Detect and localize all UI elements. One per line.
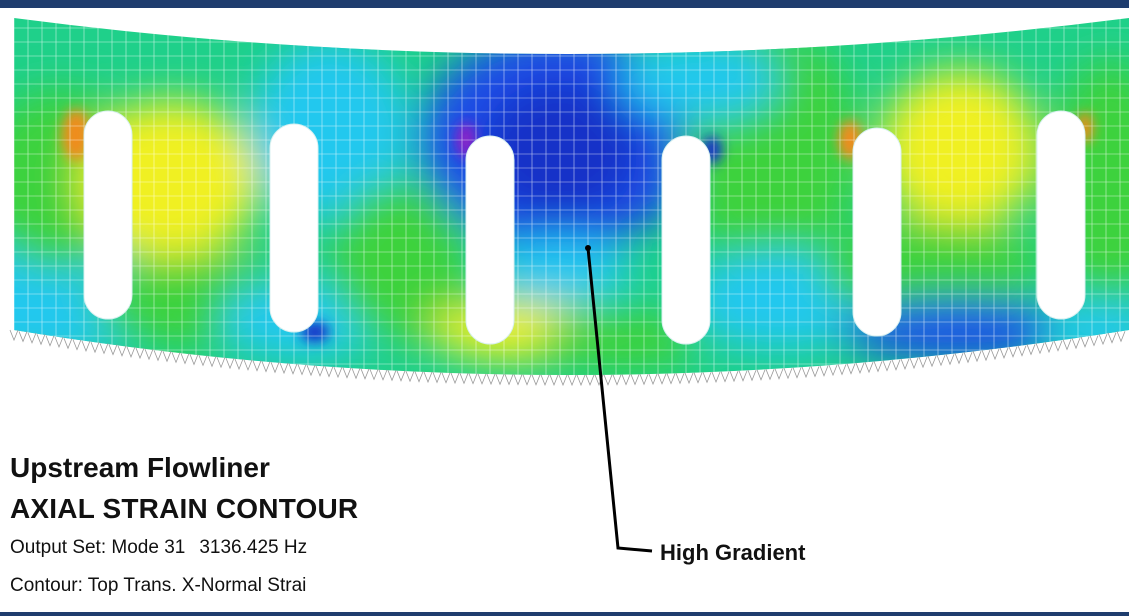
contour-region-yellow	[880, 70, 1040, 230]
high-gradient-callout: High Gradient	[660, 540, 806, 565]
output-set-frequency: 3136.425 Hz	[199, 537, 308, 558]
slot-hole-6	[1036, 110, 1086, 320]
slot-hole-1	[83, 110, 133, 320]
hotspot-orange	[62, 109, 90, 161]
slot-hole-3	[465, 135, 515, 345]
fe-strain-contour-model	[9, 18, 1129, 387]
slot-hole-2	[269, 123, 319, 333]
boundary-constraint-markers	[9, 329, 1126, 387]
bottom-frame-bar	[0, 612, 1129, 616]
contour-region-green	[540, 310, 700, 370]
contour-region-green	[330, 180, 470, 340]
title-part-name: Upstream Flowliner	[10, 452, 270, 483]
contour-type-line: Contour: Top Trans. X-Normal Strai	[10, 575, 307, 596]
output-set-line: Output Set: Mode 31 3136.425 Hz	[10, 537, 307, 559]
title-analysis-type: AXIAL STRAIN CONTOUR	[10, 493, 359, 524]
constraint-triangles	[9, 329, 1126, 387]
output-set-label: Output Set: Mode 31	[10, 537, 186, 558]
slot-hole-5	[852, 127, 902, 337]
slot-hole-4	[661, 135, 711, 345]
top-frame-bar	[0, 0, 1129, 8]
